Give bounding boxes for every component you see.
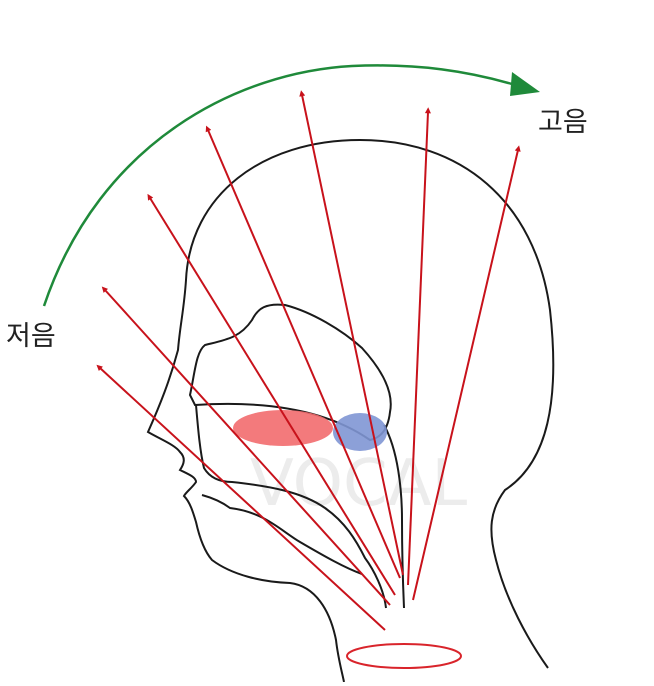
sound-vector-arrow-icon (96, 364, 386, 631)
high-pitch-label: 고음 (538, 107, 588, 138)
sound-vector-arrow-icon (205, 125, 401, 579)
pitch-direction-arrow-icon (510, 72, 540, 96)
pitch-direction-arc (42, 64, 513, 307)
front-resonance-blob (233, 410, 333, 446)
sound-vector-arrow-icon (407, 107, 431, 586)
sound-vector-arrow-icon (412, 145, 521, 601)
sound-vector-arrow-icon (299, 90, 404, 576)
sound-vector-arrow-icon (147, 193, 396, 596)
head-outline (146, 138, 555, 683)
back-resonance-blob (333, 413, 387, 451)
larynx-ring (346, 643, 462, 669)
sound-vector-arrow-icon (101, 286, 391, 606)
low-pitch-label: 저음 (6, 321, 56, 352)
